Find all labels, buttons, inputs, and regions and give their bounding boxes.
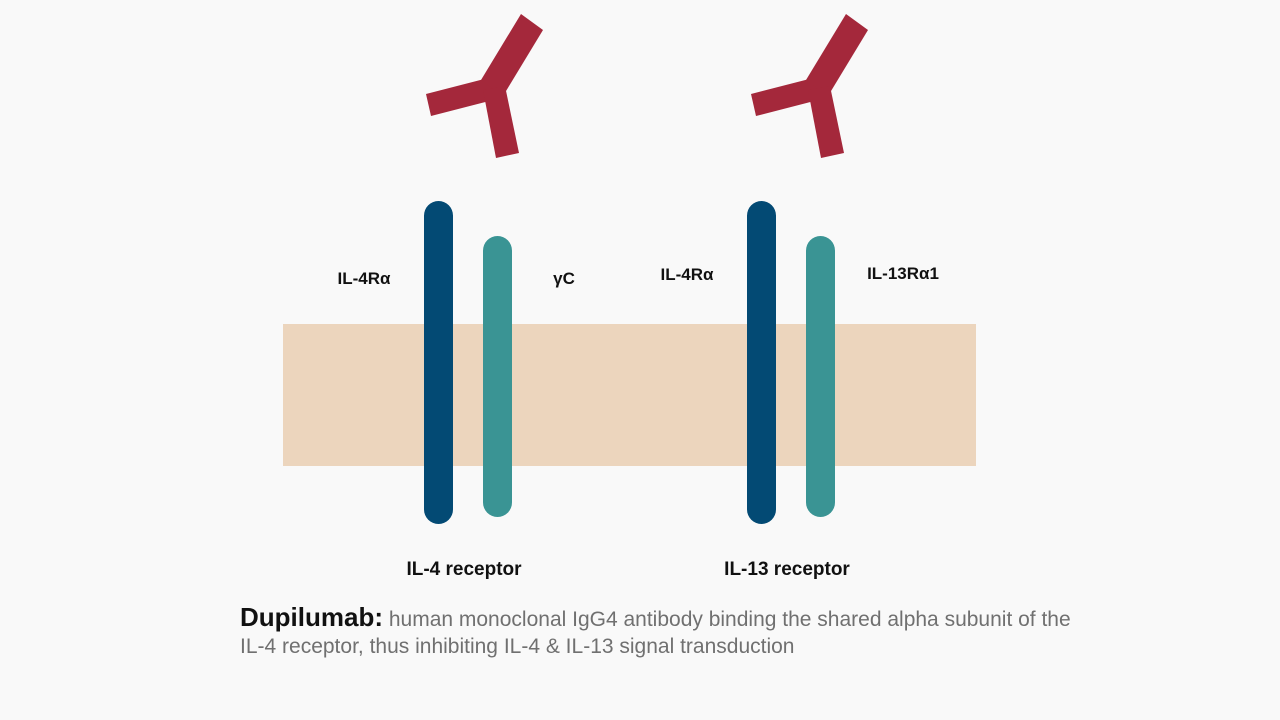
gamma-c-label: γC bbox=[553, 269, 575, 288]
il4r-alpha-label: IL-4Rα bbox=[661, 265, 715, 284]
caption: Dupilumab: human monoclonal IgG4 antibod… bbox=[240, 604, 1100, 660]
drug-description: human monoclonal IgG4 antibody binding t… bbox=[240, 608, 1071, 658]
gamma-c-chain bbox=[483, 236, 512, 517]
il13-receptor-title: IL-13 receptor bbox=[724, 559, 850, 580]
antibody-arm-left bbox=[751, 77, 822, 116]
antibody-stem bbox=[808, 86, 844, 158]
cell-membrane bbox=[283, 324, 976, 466]
il4-receptor-title: IL-4 receptor bbox=[406, 559, 522, 580]
antibody-arm-left bbox=[426, 77, 497, 116]
antibody-arm-right bbox=[481, 14, 543, 96]
il4r-alpha-label: IL-4Rα bbox=[338, 269, 392, 288]
il4r-alpha-chain bbox=[747, 201, 776, 524]
il13-receptor: IL-4Rα IL-13Rα1 IL-13 receptor bbox=[661, 14, 939, 580]
il13r-alpha1-label: IL-13Rα1 bbox=[867, 264, 939, 283]
antibody-arm-right bbox=[806, 14, 868, 96]
drug-name: Dupilumab: bbox=[240, 602, 383, 632]
il4r-alpha-chain bbox=[424, 201, 453, 524]
il13r-alpha1-chain bbox=[806, 236, 835, 517]
antibody-stem bbox=[483, 86, 519, 158]
il4-receptor: IL-4Rα γC IL-4 receptor bbox=[338, 14, 575, 580]
